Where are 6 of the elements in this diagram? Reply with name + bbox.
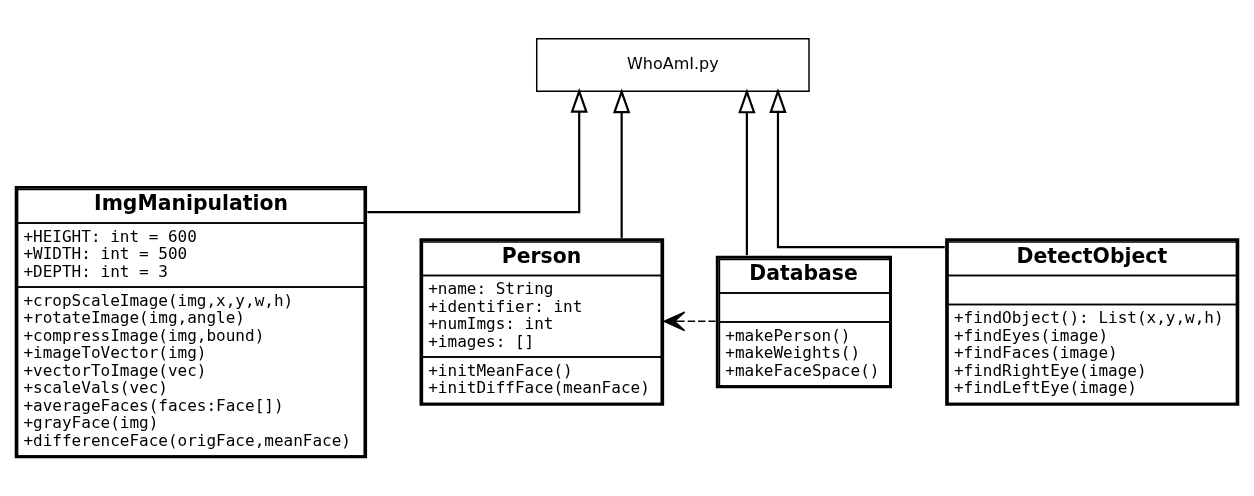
arrow bbox=[613, 87, 631, 238]
node-box: WhoAmI.py bbox=[536, 37, 810, 92]
arrow bbox=[367, 87, 588, 213]
arrow bbox=[769, 87, 945, 248]
arrow bbox=[738, 88, 756, 255]
arrow bbox=[663, 310, 717, 331]
